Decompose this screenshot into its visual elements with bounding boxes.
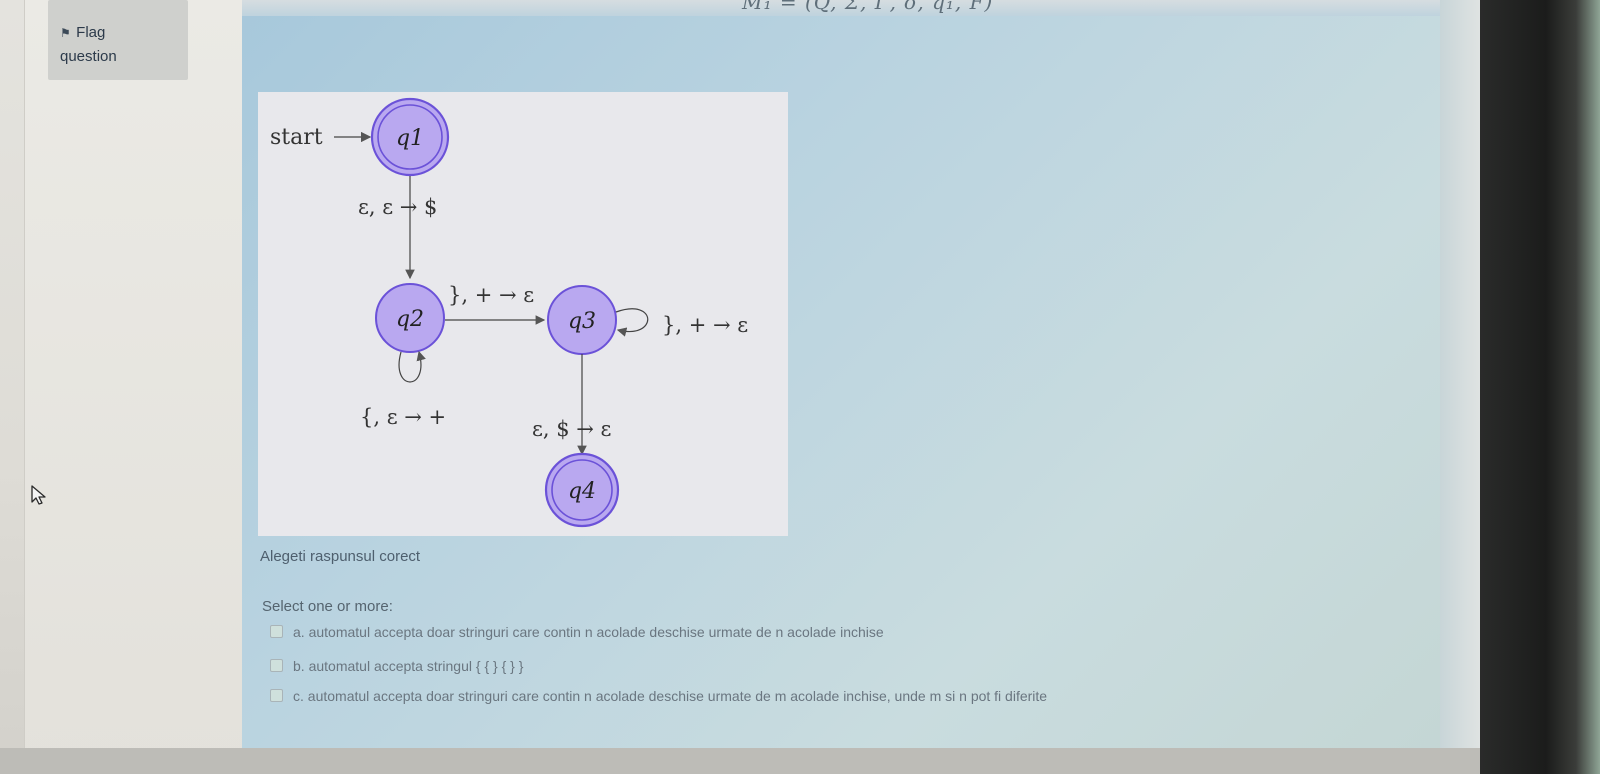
monitor-bezel [1480, 0, 1600, 774]
automaton-definition: M₁ = (Q, Σ, Γ, δ, q₁, F) [742, 0, 994, 14]
edge-q2-q3-label: }, + → ε [448, 283, 534, 307]
right-gutter [1440, 0, 1480, 774]
flag-question-button[interactable]: ⚑ Flag question [48, 0, 188, 80]
flag-label-line1: ⚑ Flag [60, 24, 105, 41]
option-c-text: c. automatul accepta doar stringuri care… [293, 688, 1048, 704]
select-label: Select one or more: [262, 598, 393, 615]
state-q1-label: q1 [396, 126, 424, 151]
bottom-strip [0, 748, 1480, 774]
edge-q2-loop-label: {, ε → + [360, 405, 446, 429]
top-strip [242, 0, 1472, 16]
edge-q2-loop [398, 350, 426, 383]
flag-label-line2: question [60, 48, 117, 65]
state-q4: q4 [544, 452, 620, 528]
checkbox-c[interactable] [270, 689, 283, 702]
answer-option-a[interactable]: a. automatul accepta doar stringuri care… [270, 624, 884, 640]
state-q4-label: q4 [568, 479, 596, 504]
state-q2-label: q2 [396, 307, 424, 332]
pda-diagram-svg: start q1 ε, ε → $ q2 {, ε → + }, + → ε [270, 97, 748, 528]
state-q3: q3 [547, 285, 617, 355]
left-column: ⚑ Flag question [0, 0, 243, 774]
answer-option-c[interactable]: c. automatul accepta doar stringuri care… [270, 688, 1047, 704]
question-content: M₁ = (Q, Σ, Γ, δ, q₁, F) start q1 ε, ε →… [242, 0, 1472, 748]
checkbox-a[interactable] [270, 625, 283, 638]
state-q3-label: q3 [568, 309, 596, 334]
checkbox-b[interactable] [270, 659, 283, 672]
option-b-text: b. automatul accepta stringul { { } { } … [293, 658, 524, 674]
edge-q3-loop [615, 308, 649, 337]
state-q1: q1 [370, 97, 450, 177]
question-prompt: Alegeti raspunsul corect [260, 548, 421, 565]
mouse-cursor-icon [31, 485, 46, 505]
answer-option-b[interactable]: b. automatul accepta stringul { { } { } … [270, 658, 523, 674]
edge-q3-q4-label: ε, $ → ε [532, 417, 611, 441]
left-panel [24, 0, 243, 774]
option-a-text: a. automatul accepta doar stringuri care… [293, 624, 884, 640]
start-label: start [270, 125, 323, 150]
flag-text: Flag [76, 24, 106, 41]
pda-diagram: start q1 ε, ε → $ q2 {, ε → + }, + → ε [258, 92, 788, 536]
state-q2: q2 [375, 283, 445, 353]
flag-icon: ⚑ [60, 26, 71, 40]
edge-q3-loop-label: }, + → ε [662, 313, 748, 337]
edge-q1-q2-label: ε, ε → $ [358, 195, 437, 219]
